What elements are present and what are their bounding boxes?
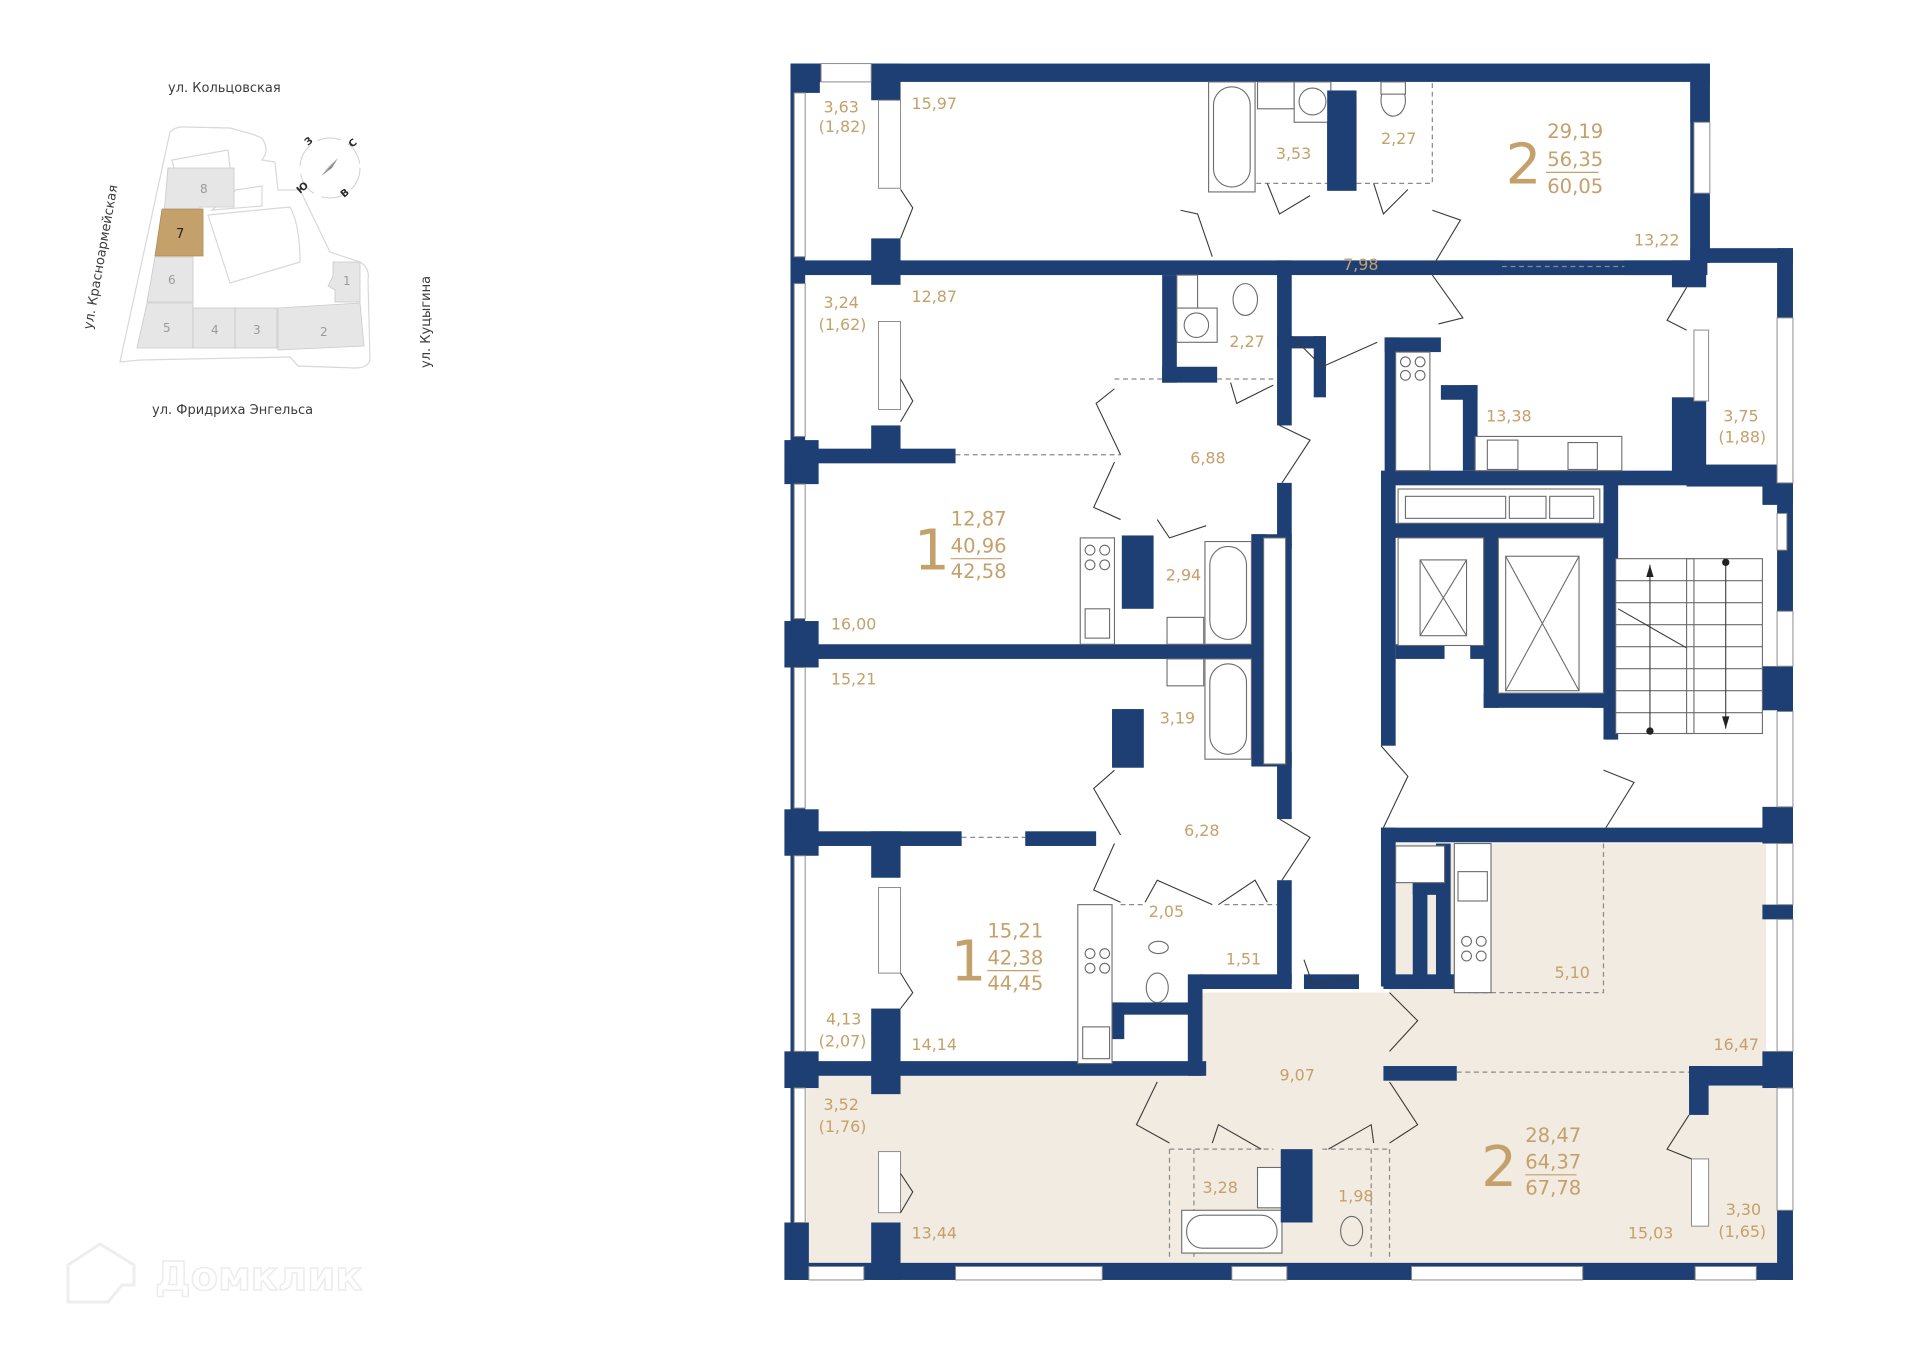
compass: З С Ю В: [295, 135, 361, 200]
site-outline: [119, 126, 371, 369]
domclick-logo-icon: [66, 1242, 136, 1304]
svg-text:1: 1: [951, 929, 987, 994]
floor-plan: 3,63 (1,82) 15,97 3,53 2,27 13,22 7,98 3…: [784, 63, 1794, 1281]
svg-text:16,47: 16,47: [1714, 1035, 1759, 1054]
stair-treads: [1615, 558, 1763, 735]
svg-text:З: З: [303, 135, 316, 148]
svg-text:3: 3: [253, 323, 261, 337]
svg-text:42,58: 42,58: [951, 560, 1007, 583]
svg-text:2,94: 2,94: [1166, 566, 1201, 585]
key-plan-block-numbers: 8 7 6 5 4 3 2 1: [163, 182, 351, 339]
svg-text:3,52: 3,52: [824, 1095, 859, 1114]
block-6: [146, 256, 194, 303]
selected-block-number: 7: [176, 227, 184, 242]
apartment-summary-2-top[interactable]: 2 29,19 56,35 60,05: [1506, 120, 1604, 198]
svg-text:15,21: 15,21: [831, 670, 876, 689]
svg-text:60,05: 60,05: [1547, 175, 1603, 198]
svg-text:Ю: Ю: [295, 180, 311, 196]
svg-text:(1,76): (1,76): [819, 1117, 867, 1136]
partitions: [955, 81, 1690, 1260]
svg-text:13,38: 13,38: [1486, 407, 1531, 426]
svg-text:4,13: 4,13: [826, 1009, 861, 1028]
svg-text:3,75: 3,75: [1723, 407, 1758, 426]
street-label-west: ул. Красноармейская: [81, 184, 121, 331]
svg-text:9,07: 9,07: [1280, 1066, 1315, 1085]
block-1: [327, 261, 361, 303]
svg-text:1,51: 1,51: [1226, 950, 1261, 969]
svg-text:1: 1: [343, 274, 351, 288]
svg-text:12,87: 12,87: [912, 287, 957, 306]
svg-text:56,35: 56,35: [1547, 148, 1603, 171]
svg-text:2,27: 2,27: [1229, 332, 1264, 351]
fixtures: [1077, 81, 1763, 1254]
svg-text:(1,88): (1,88): [1718, 428, 1766, 447]
svg-text:(1,62): (1,62): [819, 315, 867, 334]
svg-text:7,98: 7,98: [1343, 255, 1378, 274]
svg-text:15,21: 15,21: [987, 920, 1043, 943]
svg-text:1,98: 1,98: [1338, 1187, 1373, 1206]
svg-text:С: С: [347, 137, 360, 150]
svg-text:67,78: 67,78: [1525, 1176, 1581, 1199]
svg-text:(2,07): (2,07): [819, 1031, 867, 1050]
svg-text:2: 2: [1481, 1135, 1517, 1200]
park-path: [207, 206, 301, 284]
svg-text:2: 2: [1506, 132, 1542, 197]
svg-text:3,63: 3,63: [824, 97, 859, 116]
svg-text:3,30: 3,30: [1726, 1200, 1761, 1219]
svg-text:15,03: 15,03: [1628, 1223, 1673, 1242]
svg-text:4: 4: [211, 323, 219, 337]
svg-text:6,88: 6,88: [1190, 448, 1225, 467]
highlighted-apartment-fill: [806, 843, 1778, 1269]
svg-text:15,97: 15,97: [912, 94, 957, 113]
block-4: [192, 307, 236, 349]
svg-text:(1,65): (1,65): [1718, 1222, 1766, 1241]
svg-text:6,28: 6,28: [1184, 821, 1219, 840]
svg-text:16,00: 16,00: [831, 615, 876, 634]
svg-text:64,37: 64,37: [1525, 1151, 1581, 1174]
svg-text:5: 5: [163, 321, 171, 335]
svg-text:3,19: 3,19: [1160, 709, 1195, 728]
svg-text:В: В: [339, 187, 352, 200]
svg-text:Домклик: Домклик: [155, 1254, 362, 1300]
block-3: [234, 307, 278, 349]
svg-text:3,28: 3,28: [1202, 1178, 1237, 1197]
svg-text:42,38: 42,38: [987, 947, 1043, 970]
svg-text:2,05: 2,05: [1149, 902, 1184, 921]
apartment-summary-2-bottom[interactable]: 2 28,47 64,37 67,78: [1481, 1124, 1581, 1200]
svg-text:29,19: 29,19: [1547, 120, 1603, 143]
svg-text:2,27: 2,27: [1381, 129, 1416, 148]
svg-text:44,45: 44,45: [987, 972, 1043, 995]
doors[interactable]: [900, 183, 1692, 1213]
svg-text:(1,82): (1,82): [819, 117, 867, 136]
svg-text:3,53: 3,53: [1276, 144, 1311, 163]
svg-text:3,24: 3,24: [824, 293, 859, 312]
svg-text:6: 6: [168, 273, 176, 287]
domclick-watermark: Домклик: [66, 1242, 363, 1304]
street-label-east: ул. Куцыгина: [419, 276, 434, 368]
apartment-summary-1-upper[interactable]: 1 12,87 40,96 42,58: [914, 508, 1007, 584]
block-7-selected[interactable]: [154, 208, 204, 257]
svg-text:13,22: 13,22: [1634, 231, 1679, 250]
svg-text:14,14: 14,14: [912, 1035, 957, 1054]
windows[interactable]: [793, 63, 1794, 1281]
key-plan-blocks: [136, 167, 365, 351]
apartment-summary-1-lower[interactable]: 1 15,21 42,38 44,45: [951, 920, 1044, 996]
svg-text:28,47: 28,47: [1525, 1124, 1581, 1147]
block-2: [277, 302, 365, 351]
svg-text:5,10: 5,10: [1555, 963, 1590, 982]
street-label-south: ул. Фридриха Энгельса: [152, 403, 313, 418]
key-plan: ул. Кольцовская ул. Красноармейская ул. …: [81, 81, 434, 418]
svg-text:2: 2: [320, 325, 328, 339]
svg-text:12,87: 12,87: [951, 508, 1007, 531]
room-area-labels: 3,63 (1,82) 15,97 3,53 2,27 13,22 7,98 3…: [819, 94, 1766, 1243]
svg-text:40,96: 40,96: [951, 535, 1007, 558]
svg-text:13,44: 13,44: [912, 1223, 957, 1242]
svg-text:1: 1: [914, 519, 950, 584]
street-label-north: ул. Кольцовская: [168, 81, 281, 96]
svg-text:8: 8: [200, 182, 208, 196]
